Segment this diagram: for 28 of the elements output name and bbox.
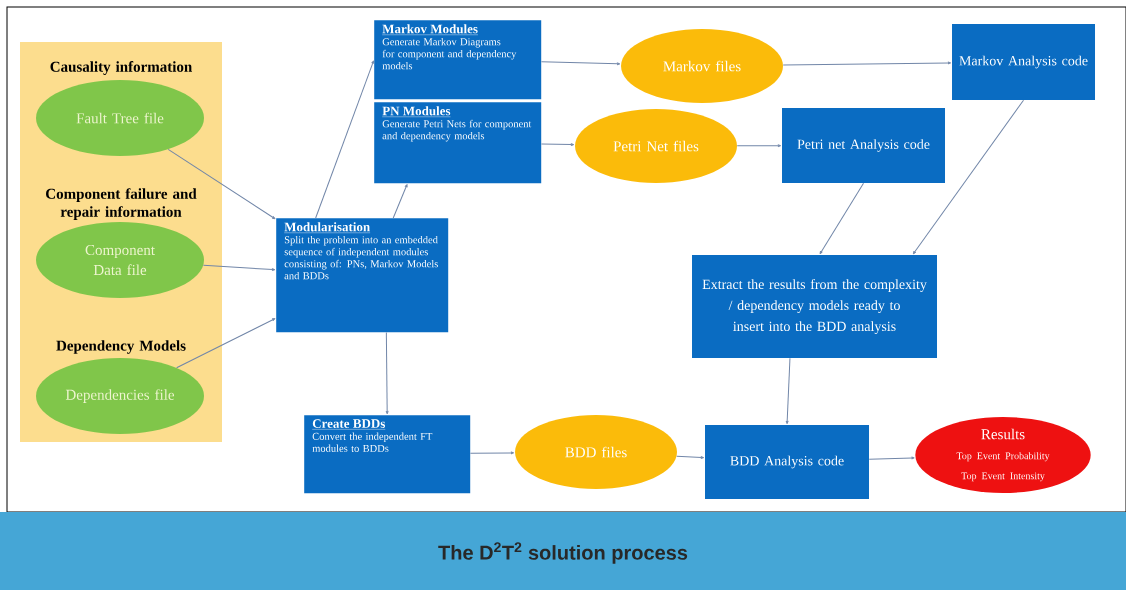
process-box: BDD Analysis code — [705, 425, 869, 499]
arrow — [736, 144, 782, 148]
arrow — [392, 184, 408, 219]
process-box: Create BDDs Convert the independent FT modules to BDDs — [304, 415, 471, 494]
arrow — [385, 331, 389, 415]
heading: Causality information — [50, 61, 192, 75]
title: The D$^{2}$T$^{2}$ solution process — [438, 542, 688, 564]
arrow — [167, 148, 276, 220]
arrow — [315, 60, 375, 219]
arrow — [469, 451, 515, 455]
heading: Dependency Models — [56, 340, 186, 354]
arrow — [868, 456, 915, 460]
heading: Component failure and repair information — [46, 188, 197, 220]
arrow — [785, 357, 791, 425]
process-box: Extract the results from the complexity / dependency models ready to insert into the BDD analysis — [692, 255, 937, 358]
arrow — [176, 318, 276, 369]
arrow — [540, 61, 621, 66]
process-box: Modularisation Split the problem into an embedded sequence of independent modules consisting of: PNs, Markov Models and BDDs — [276, 218, 449, 333]
arrow — [540, 143, 575, 147]
arrow — [202, 264, 276, 272]
arrow — [676, 455, 705, 459]
process-box: PN Modules Generate Petri Nets for component and dependency models — [374, 102, 542, 184]
arrow — [782, 61, 952, 66]
process-box: Markov Analysis code — [952, 24, 1095, 100]
arrow — [912, 99, 1024, 255]
process-box: Petri net Analysis code — [782, 108, 945, 183]
process-box: Markov Modules Generate Markov Diagrams for component and dependency models — [374, 20, 542, 100]
arrow — [819, 182, 864, 255]
